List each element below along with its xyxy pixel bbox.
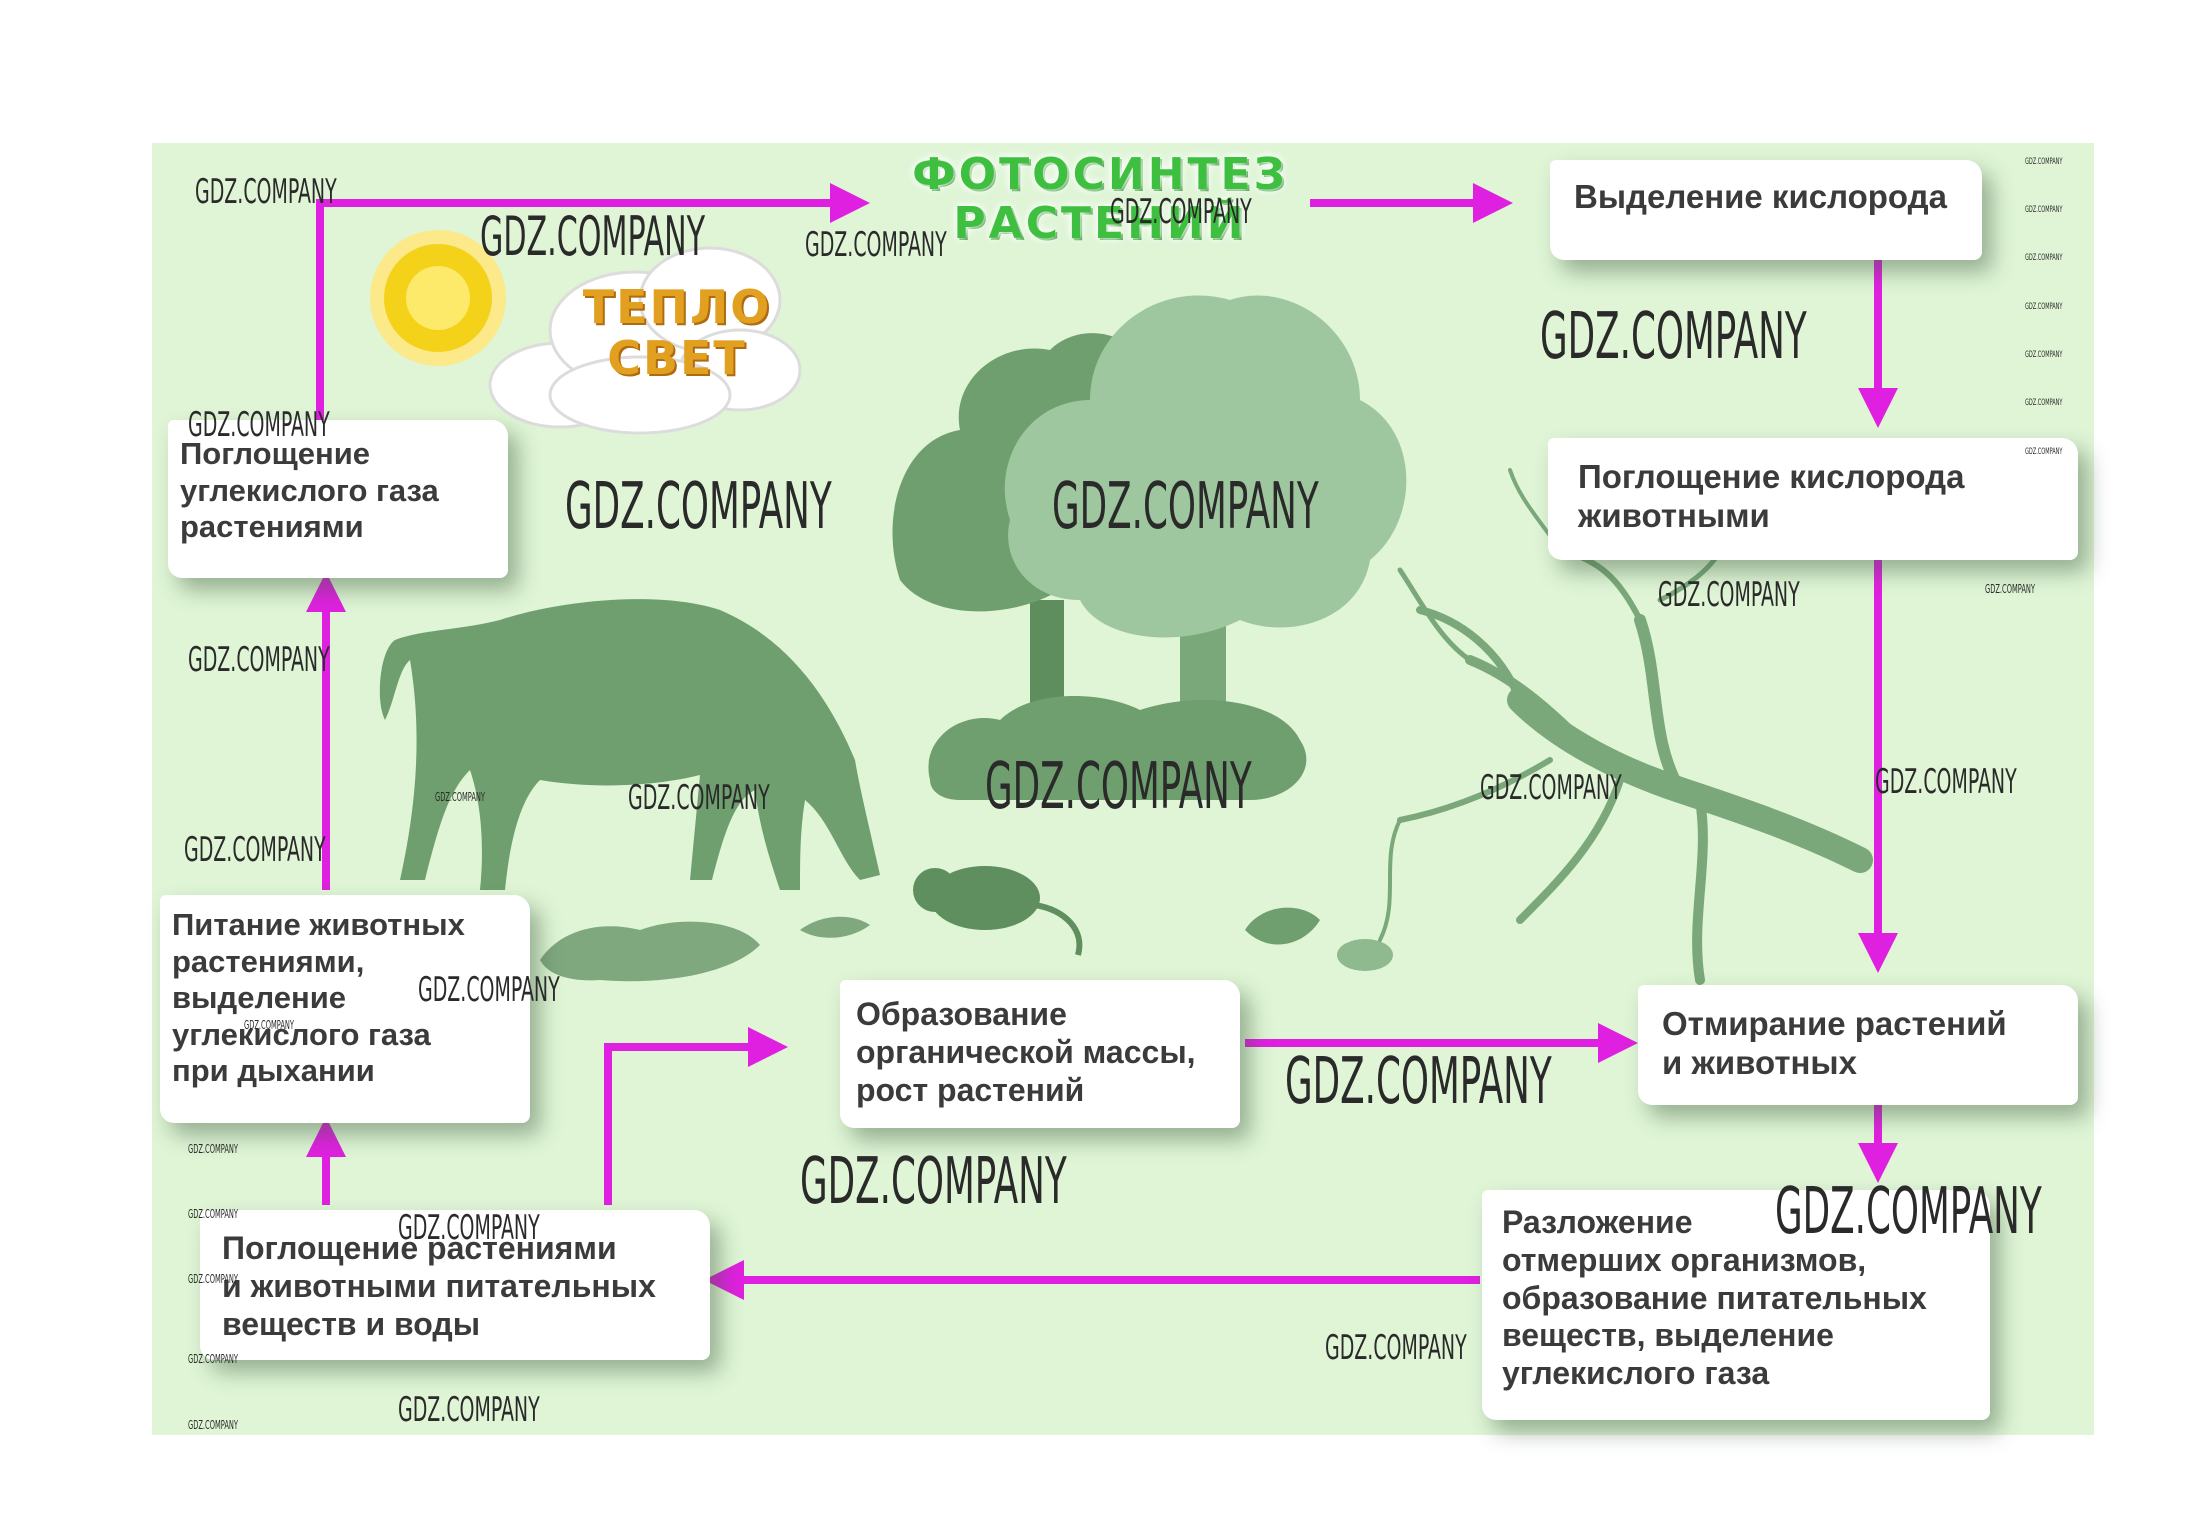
box-oxygen-release: Выделение кислорода xyxy=(1550,160,1982,260)
watermark: GDZ.COMPANY xyxy=(1285,1045,1552,1119)
box-death-text: Отмирание растений и животных xyxy=(1662,1005,2007,1081)
watermark: GDZ.COMPANY xyxy=(188,1418,239,1432)
watermark: GDZ.COMPANY xyxy=(1110,192,1252,232)
watermark: GDZ.COMPANY xyxy=(1480,768,1622,808)
watermark: GDZ.COMPANY xyxy=(188,640,330,680)
watermark: GDZ.COMPANY xyxy=(800,1145,1067,1219)
box-oxygen-release-text: Выделение кислорода xyxy=(1574,178,1947,215)
box-decomposition: Разложение отмерших организмов, образова… xyxy=(1482,1190,1990,1420)
watermark: GDZ.COMPANY xyxy=(1540,300,1807,374)
watermark: GDZ.COMPANY xyxy=(188,1352,239,1366)
watermark: GDZ.COMPANY xyxy=(565,470,832,544)
arrow-to-photosynthesis xyxy=(316,183,870,420)
bison-icon xyxy=(379,599,880,890)
box-organic-mass: Образование органической массы, рост рас… xyxy=(840,980,1240,1128)
watermark: GDZ.COMPANY xyxy=(1985,582,2036,596)
box-nutrient-absorption-text: Поглощение растениями и животными питате… xyxy=(222,1230,656,1342)
sun-icon xyxy=(370,230,506,366)
watermark: GDZ.COMPANY xyxy=(1875,762,2017,802)
watermark: GDZ.COMPANY xyxy=(435,790,486,804)
trees-icon xyxy=(892,295,1407,800)
watermark: GDZ.COMPANY xyxy=(1775,1175,2042,1249)
watermark: GDZ.COMPANY xyxy=(418,970,560,1010)
watermark: GDZ.COMPANY xyxy=(2025,398,2063,408)
watermark: GDZ.COMPANY xyxy=(188,1142,239,1156)
watermark: GDZ.COMPANY xyxy=(2025,157,2063,167)
watermark: GDZ.COMPANY xyxy=(188,405,330,445)
box-animal-feeding: Питание животных растениями, выделение у… xyxy=(160,895,530,1123)
watermark: GDZ.COMPANY xyxy=(244,1018,295,1032)
box-organic-mass-text: Образование органической массы, рост рас… xyxy=(856,996,1196,1108)
diagram-title: ФОТОСИНТЕЗ РАСТЕНИЙ xyxy=(880,150,1320,249)
title-line-2: РАСТЕНИЙ xyxy=(953,198,1247,250)
fallen-tree-icon xyxy=(1378,468,1873,985)
watermark: GDZ.COMPANY xyxy=(188,1272,239,1286)
box-oxygen-absorption-text: Поглощение кислорода животными xyxy=(1578,458,1965,534)
box-animal-feeding-text: Питание животных растениями, выделение у… xyxy=(172,907,465,1089)
cloud-label-line-2: СВЕТ xyxy=(607,330,747,385)
watermark: GDZ.COMPANY xyxy=(1325,1328,1467,1368)
arrow-to-organic-mass xyxy=(604,1027,788,1205)
watermark: GDZ.COMPANY xyxy=(1658,575,1800,615)
grass-icon xyxy=(540,916,870,982)
watermark: GDZ.COMPANY xyxy=(184,830,326,870)
watermark: GDZ.COMPANY xyxy=(398,1390,540,1430)
watermark: GDZ.COMPANY xyxy=(628,778,770,818)
watermark: GDZ.COMPANY xyxy=(480,205,706,268)
watermark: GDZ.COMPANY xyxy=(2025,350,2063,360)
watermark: GDZ.COMPANY xyxy=(2025,302,2063,312)
box-oxygen-absorption: Поглощение кислорода животными xyxy=(1548,438,2078,560)
mouse-icon xyxy=(913,866,1083,956)
box-death: Отмирание растений и животных xyxy=(1638,985,2078,1105)
watermark: GDZ.COMPANY xyxy=(2025,253,2063,263)
title-line-1: ФОТОСИНТЕЗ xyxy=(912,149,1288,200)
cloud-label: ТЕПЛО СВЕТ xyxy=(562,282,792,383)
leaf-icon xyxy=(1245,907,1393,971)
watermark: GDZ.COMPANY xyxy=(2025,205,2063,215)
watermark: GDZ.COMPANY xyxy=(195,172,337,212)
box-decomposition-text: Разложение отмерших организмов, образова… xyxy=(1502,1204,1927,1391)
cloud-icon xyxy=(488,246,802,435)
box-co2-absorption-text: Поглощение углекислого газа растениями xyxy=(180,436,439,545)
box-nutrient-absorption: Поглощение растениями и животными питате… xyxy=(200,1210,710,1360)
watermark: GDZ.COMPANY xyxy=(1052,470,1319,544)
watermark: GDZ.COMPANY xyxy=(398,1208,540,1248)
watermark: GDZ.COMPANY xyxy=(985,750,1252,824)
cycle-arrows xyxy=(306,183,1898,1300)
watermark: GDZ.COMPANY xyxy=(805,225,947,265)
watermark: GDZ.COMPANY xyxy=(188,1207,239,1221)
watermark: GDZ.COMPANY xyxy=(2025,447,2063,457)
cloud-label-line-1: ТЕПЛО xyxy=(582,280,772,334)
box-co2-absorption: Поглощение углекислого газа растениями xyxy=(168,420,508,578)
